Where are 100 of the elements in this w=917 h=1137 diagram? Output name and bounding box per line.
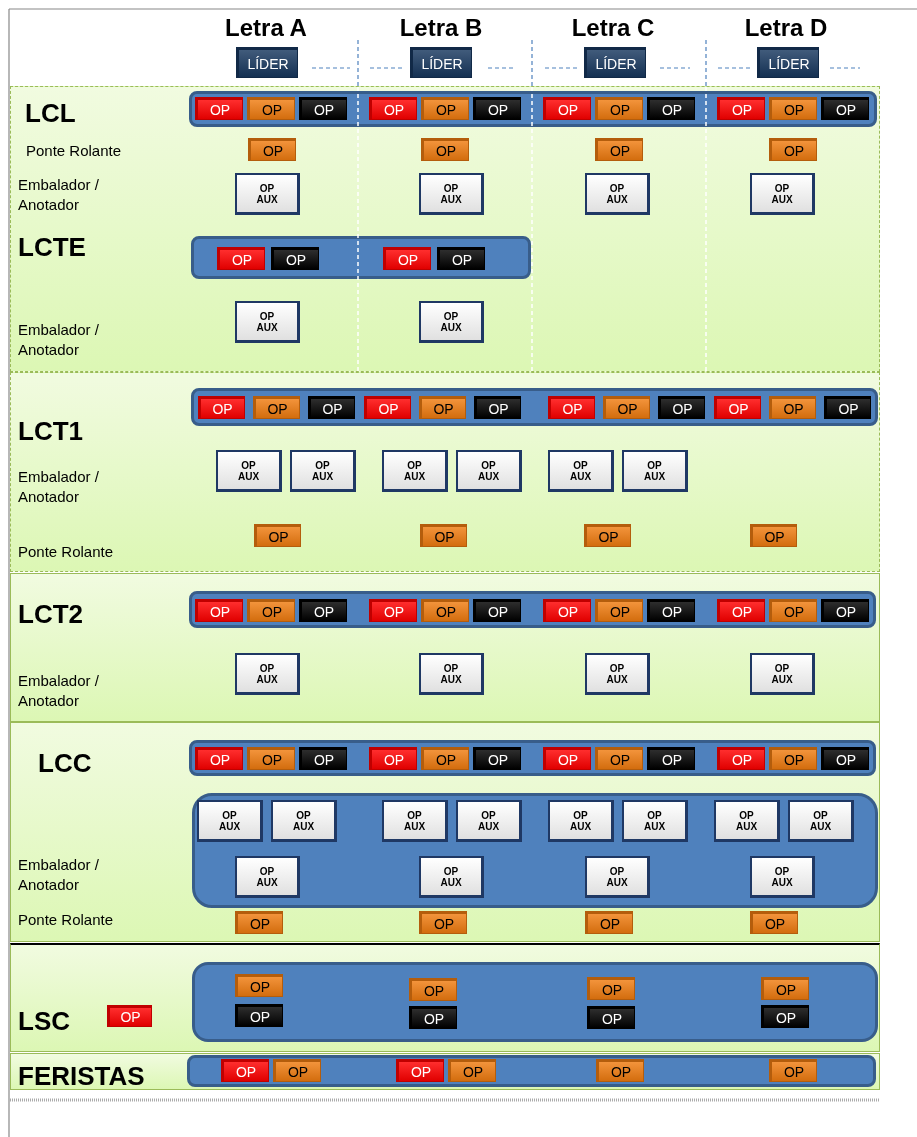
operator-box: OP (658, 396, 705, 419)
operator-box: OP (195, 599, 243, 622)
operator-box: OP (595, 599, 643, 622)
aux-operator-box: OP AUX (235, 653, 300, 695)
section-title: LCT1 (18, 415, 83, 448)
leader-box: LÍDER (757, 47, 819, 78)
section-band (10, 86, 880, 372)
operator-box: OP (308, 396, 355, 419)
operator-box: OP (473, 747, 521, 770)
section-band (10, 372, 880, 572)
operator-box: OP (253, 396, 300, 419)
operator-box: OP (217, 247, 265, 270)
aux-operator-box: OP AUX (750, 173, 815, 215)
operator-box: OP (235, 974, 283, 997)
operator-box: OP (584, 524, 631, 547)
operator-box: OP (750, 911, 798, 934)
operator-box: OP (769, 599, 817, 622)
operator-box: OP (824, 396, 871, 419)
row-label: Embalador / Anotador (18, 467, 100, 506)
section-title: LCTE (18, 231, 86, 264)
operator-box: OP (543, 599, 591, 622)
operator-box: OP (248, 138, 296, 161)
section-title: LCC (38, 747, 92, 780)
section-title: LSC (18, 1005, 70, 1038)
aux-operator-box: OP AUX (419, 301, 484, 343)
operator-box: OP (254, 524, 301, 547)
operator-box: OP (369, 97, 417, 120)
aux-operator-box: OP AUX (585, 173, 650, 215)
operator-box: OP (420, 524, 467, 547)
aux-operator-box: OP AUX (235, 856, 300, 898)
team-panel (192, 962, 878, 1042)
row-label: Ponte Rolante (18, 542, 115, 562)
operator-box: OP (717, 747, 765, 770)
operator-box: OP (421, 138, 469, 161)
operator-box: OP (419, 396, 466, 419)
aux-operator-box: OP AUX (382, 800, 448, 842)
operator-box: OP (474, 396, 521, 419)
operator-box: OP (409, 1006, 457, 1029)
operator-box: OP (548, 396, 595, 419)
operator-box: OP (421, 747, 469, 770)
operator-box: OP (587, 1006, 635, 1029)
row-label: Embalador / Anotador (18, 855, 100, 894)
operator-box: OP (543, 747, 591, 770)
operator-box: OP (107, 1005, 152, 1027)
team-panel (192, 793, 878, 908)
operator-box: OP (714, 396, 761, 419)
section-band (10, 1053, 880, 1090)
operator-box: OP (473, 599, 521, 622)
section-band (10, 943, 880, 1052)
operator-box: OP (383, 247, 431, 270)
section-band (10, 573, 880, 722)
aux-operator-box: OP AUX (456, 450, 522, 492)
row-label: Ponte Rolante (26, 141, 123, 161)
operator-box: OP (448, 1059, 496, 1082)
section-title: FERISTAS (18, 1060, 145, 1093)
aux-operator-box: OP AUX (548, 800, 614, 842)
operator-box: OP (769, 1059, 817, 1082)
operator-box: OP (761, 977, 809, 1000)
operator-box: OP (473, 97, 521, 120)
operator-box: OP (419, 911, 467, 934)
row-label: Embalador / Anotador (18, 175, 100, 214)
operator-box: OP (595, 97, 643, 120)
aux-operator-box: OP AUX (419, 856, 484, 898)
operator-box: OP (221, 1059, 269, 1082)
operator-box: OP (247, 599, 295, 622)
operator-box: OP (235, 911, 283, 934)
column-heading: Letra C (570, 14, 656, 42)
aux-operator-box: OP AUX (290, 450, 356, 492)
operator-box: OP (587, 977, 635, 1000)
aux-operator-box: OP AUX (622, 450, 688, 492)
section-title: LCT2 (18, 598, 83, 631)
operator-box: OP (603, 396, 650, 419)
aux-operator-box: OP AUX (271, 800, 337, 842)
team-panel (187, 1055, 876, 1087)
operator-box: OP (369, 747, 417, 770)
operator-box: OP (647, 747, 695, 770)
operator-box: OP (235, 1004, 283, 1027)
operator-box: OP (396, 1059, 444, 1082)
operator-box: OP (247, 97, 295, 120)
operator-box: OP (596, 1059, 644, 1082)
operator-box: OP (595, 138, 643, 161)
operator-box: OP (769, 97, 817, 120)
operator-box: OP (421, 97, 469, 120)
operator-box: OP (769, 747, 817, 770)
section-band (10, 722, 880, 942)
aux-operator-box: OP AUX (714, 800, 780, 842)
operator-box: OP (647, 599, 695, 622)
aux-operator-box: OP AUX (622, 800, 688, 842)
operator-box: OP (717, 599, 765, 622)
operator-box: OP (821, 97, 869, 120)
aux-operator-box: OP AUX (585, 856, 650, 898)
operator-box: OP (821, 747, 869, 770)
operator-box: OP (717, 97, 765, 120)
row-label: Embalador / Anotador (18, 320, 100, 359)
operator-box: OP (769, 396, 816, 419)
row-label: Ponte Rolante (18, 910, 115, 930)
operator-box: OP (364, 396, 411, 419)
operator-box: OP (198, 396, 245, 419)
aux-operator-box: OP AUX (235, 173, 300, 215)
operator-box: OP (369, 599, 417, 622)
